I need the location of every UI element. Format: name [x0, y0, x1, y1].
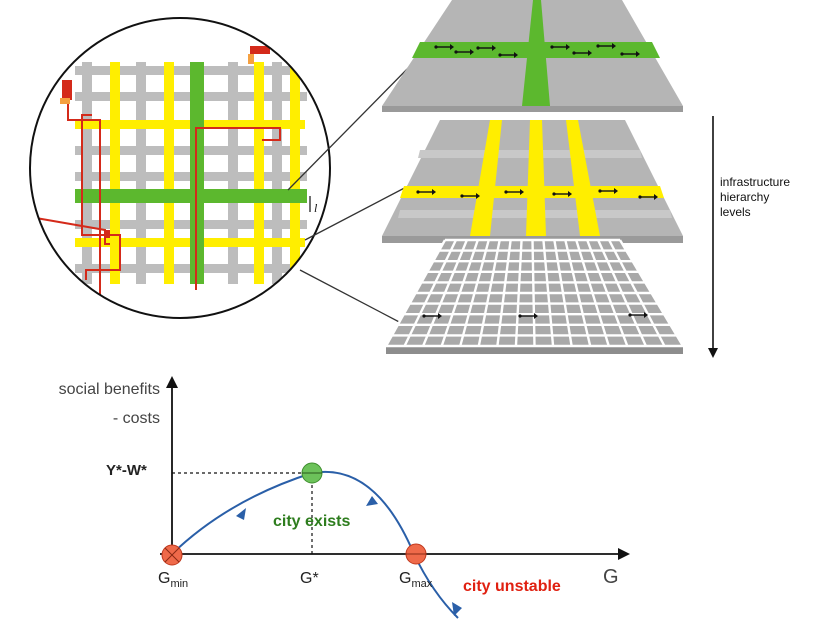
gmin-sub: min — [170, 578, 189, 590]
flow-arrow-icon — [452, 602, 462, 616]
layer-yellow — [382, 120, 683, 243]
traffic-arrow-tail — [628, 313, 632, 317]
gray-road — [228, 62, 238, 284]
gmin-label: Gmin — [158, 570, 188, 590]
y-axis-label-line-1: social benefits — [58, 381, 160, 398]
local-street — [440, 239, 479, 347]
traffic-arrow-head — [476, 193, 480, 199]
traffic-arrows — [416, 188, 658, 200]
local-street — [384, 239, 447, 347]
block-size-label: l — [314, 201, 318, 215]
traffic-arrow-head — [432, 189, 436, 195]
local-street-grid — [384, 238, 685, 348]
local-street — [531, 239, 536, 347]
traffic-arrow-tail — [504, 190, 508, 194]
gstar-label: G* — [300, 570, 319, 587]
connector-lines — [287, 57, 419, 326]
gray-road — [272, 62, 282, 284]
traffic-arrow-head — [654, 194, 658, 200]
traffic-arrow-tail — [454, 50, 458, 54]
traffic-arrows — [422, 312, 648, 319]
city-exists-label: city exists — [273, 513, 351, 530]
traffic-arrow-head — [566, 44, 570, 50]
local-street — [477, 239, 501, 347]
traffic-arrow-head — [612, 43, 616, 49]
local-street — [496, 239, 512, 347]
local-street — [575, 239, 610, 347]
traffic-arrow-head — [644, 312, 648, 318]
local-street — [422, 239, 468, 347]
traffic-arrow-head — [534, 313, 538, 319]
gmax-point — [405, 543, 427, 565]
traffic-arrow-tail — [638, 195, 642, 199]
gray-vertical-roads — [82, 62, 282, 284]
home-markers — [62, 46, 270, 238]
hierarchy-arrow — [708, 116, 718, 358]
gray-road — [136, 62, 146, 284]
local-street — [403, 239, 458, 347]
hierarchy-line-1: infrastructure — [720, 175, 791, 189]
local-street — [597, 239, 647, 347]
traffic-arrow-head — [514, 52, 518, 58]
traffic-arrow-tail — [422, 314, 426, 318]
gray-road — [82, 62, 92, 284]
traffic-arrow-head — [492, 45, 496, 51]
traffic-arrow-tail — [596, 44, 600, 48]
traffic-arrow-tail — [550, 45, 554, 49]
local-street — [459, 239, 490, 347]
hierarchy-line-2: hierarchy — [720, 190, 770, 204]
gmin-point — [161, 544, 183, 566]
zoom-circle: l — [28, 16, 332, 320]
gmin-main: G — [158, 570, 171, 587]
traffic-arrow-head — [520, 189, 524, 195]
local-street — [586, 239, 629, 347]
flow-arrow-icon — [366, 496, 378, 506]
city-unstable-label: city unstable — [463, 578, 561, 595]
traffic-arrow-tail — [498, 53, 502, 57]
traffic-arrow-tail — [416, 190, 420, 194]
traffic-arrow-tail — [476, 46, 480, 50]
benefit-cost-chart — [160, 376, 630, 619]
local-street — [514, 239, 523, 347]
layer-local-grid — [384, 238, 685, 354]
hierarchy-line-3: levels — [720, 205, 751, 219]
traffic-arrow-tail — [598, 189, 602, 193]
gstar-point — [301, 462, 323, 484]
x-axis-label: G — [603, 566, 619, 588]
traffic-arrow-head — [438, 313, 442, 319]
y-tick-label: Y*-W* — [106, 462, 147, 479]
traffic-arrow-head — [614, 188, 618, 194]
hierarchy-label: infrastructure hierarchy levels — [720, 175, 820, 220]
y-axis-label-line-2: - costs — [112, 410, 160, 427]
local-street — [607, 239, 666, 347]
orange-markers — [60, 54, 254, 104]
local-street — [542, 239, 555, 347]
gmax-label: Gmax — [399, 570, 432, 590]
traffic-arrows — [434, 43, 640, 58]
traffic-arrow-tail — [434, 45, 438, 49]
traffic-arrow-head — [636, 51, 640, 57]
traffic-arrow-head — [470, 49, 474, 55]
traffic-arrow-tail — [518, 314, 522, 318]
flow-arrow-icon — [236, 508, 246, 520]
traffic-arrow-tail — [620, 52, 624, 56]
local-street — [553, 239, 573, 347]
traffic-arrow-head — [450, 44, 454, 50]
local-street — [564, 239, 592, 347]
layer-arterial — [382, 0, 683, 112]
gmax-main: G — [399, 570, 412, 587]
traffic-arrow-tail — [572, 51, 576, 55]
traffic-arrow-tail — [460, 194, 464, 198]
traffic-arrow-tail — [552, 192, 556, 196]
traffic-arrow-head — [568, 191, 572, 197]
traffic-arrow-head — [588, 50, 592, 56]
local-street — [618, 239, 685, 347]
gmax-sub: max — [411, 578, 433, 590]
